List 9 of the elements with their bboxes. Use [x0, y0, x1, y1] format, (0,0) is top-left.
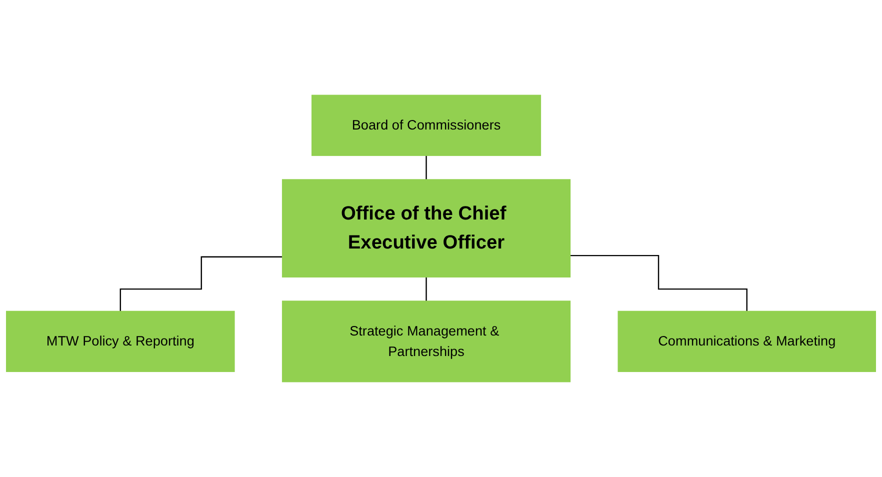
- node-box: Communications & Marketing: [618, 310, 876, 372]
- connector: [426, 276, 427, 302]
- connector: [426, 154, 427, 180]
- node-box: Strategic Management & Partnerships: [282, 300, 571, 382]
- node-box: Board of Commissioners: [312, 94, 542, 156]
- connector: [120, 256, 282, 312]
- connector: [570, 254, 748, 312]
- node-box: MTW Policy & Reporting: [6, 310, 235, 372]
- node-box: Office of the Chief Executive Officer: [282, 179, 571, 278]
